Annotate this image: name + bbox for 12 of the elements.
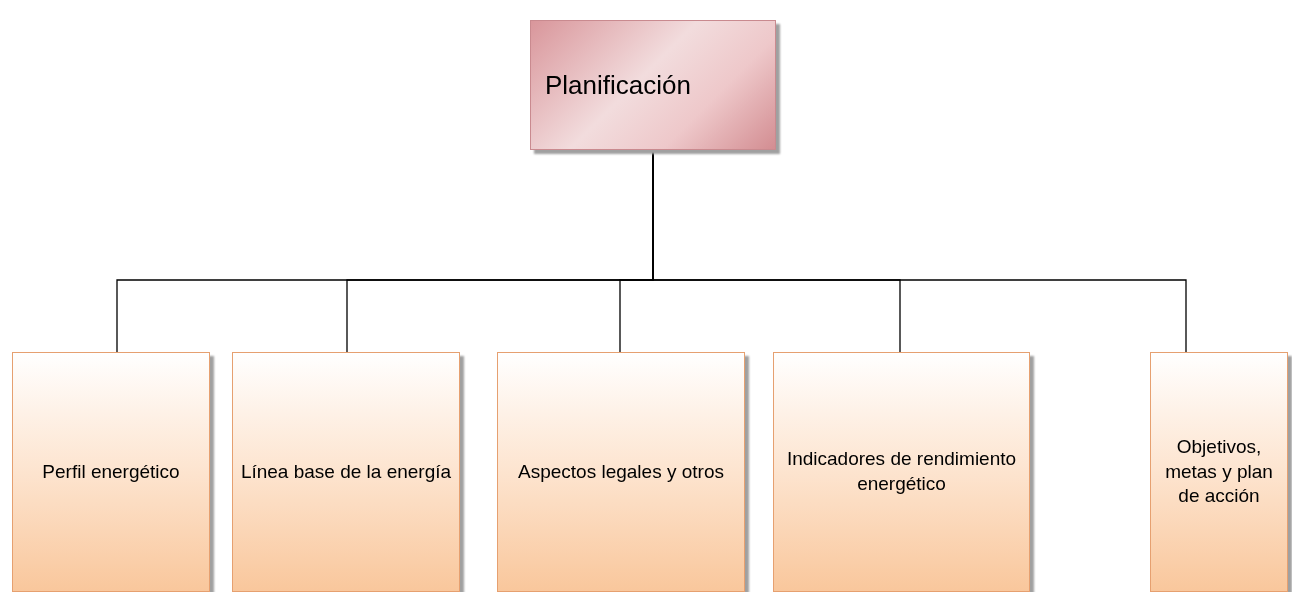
topic-box [232, 352, 460, 592]
topic-label: Línea base de la energía [240, 459, 452, 484]
topic-box [1150, 352, 1288, 592]
heading-box [530, 20, 776, 150]
heading-text: Planificación [545, 69, 691, 101]
topic-label: Objetivos, metas y plan de acción [1164, 434, 1274, 509]
topic-label: Aspectos legales y otros [518, 459, 724, 484]
topic-box [497, 352, 745, 592]
topic-box [773, 352, 1030, 592]
topic-box [12, 352, 210, 592]
topic-label: Perfil energético [42, 459, 180, 484]
topic-label: Indicadores de rendimiento energético [785, 447, 1018, 496]
